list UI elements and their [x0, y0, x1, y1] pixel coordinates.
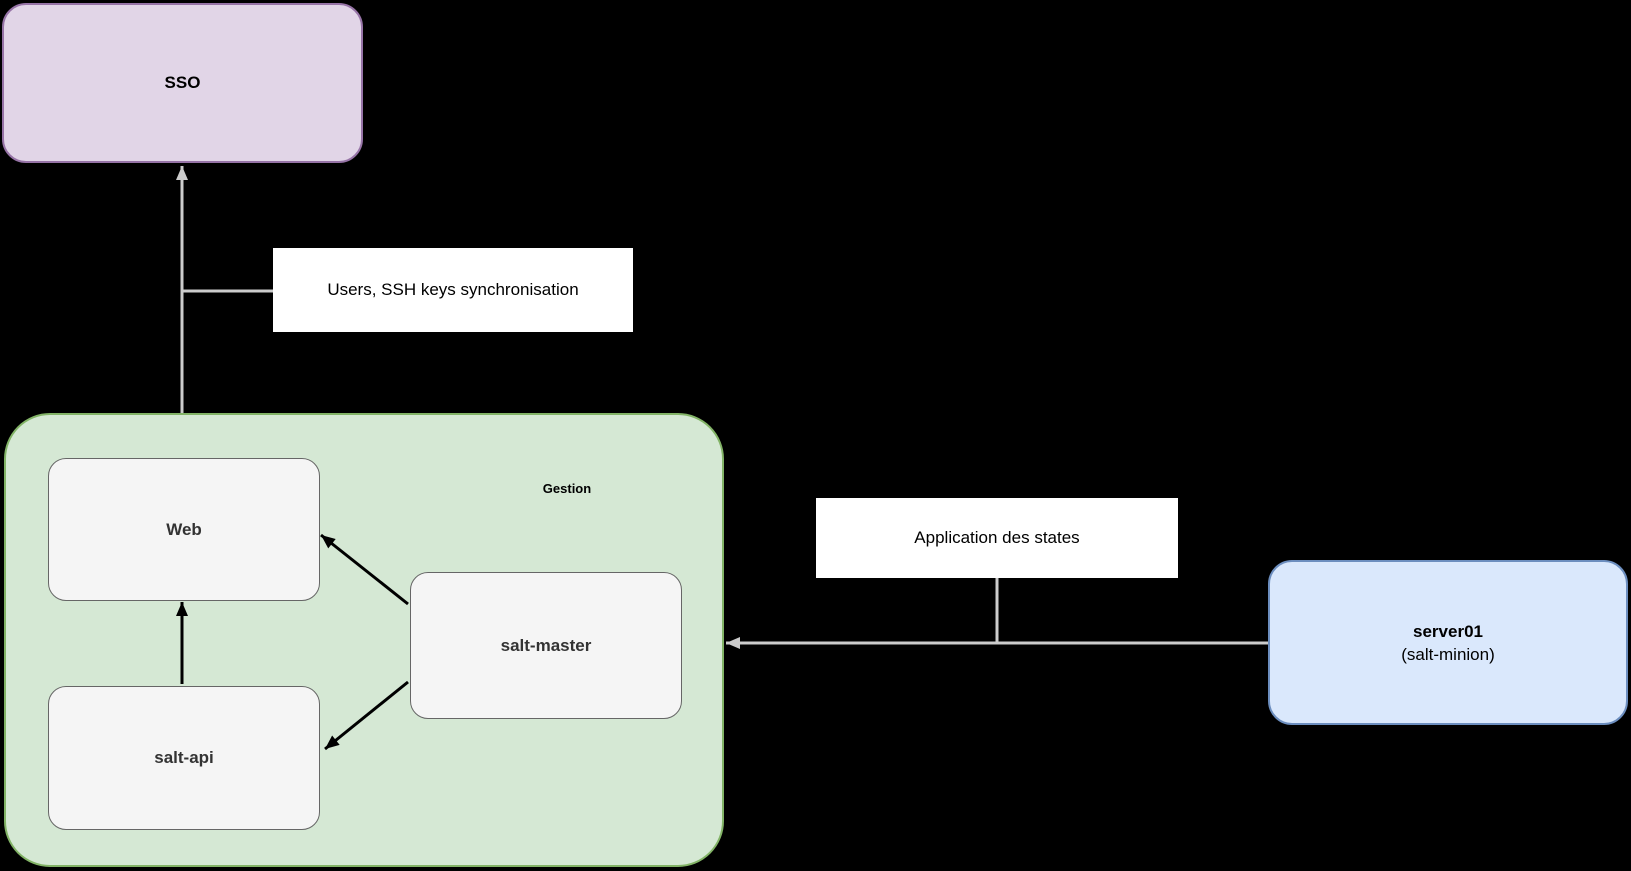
salt-master-label: salt-master	[500, 635, 592, 655]
salt-master-node: salt-master	[410, 572, 682, 719]
sso-node: SSO	[2, 3, 363, 163]
sso-label: SSO	[164, 73, 201, 92]
server01-sublabel: (salt-minion)	[1401, 644, 1495, 664]
server01-node: server01 (salt-minion)	[1268, 560, 1628, 725]
server01-label: server01	[1413, 621, 1483, 641]
users-sync-edge-label: Users, SSH keys synchronisation	[273, 248, 633, 332]
apply-states-text: Application des states	[914, 528, 1080, 547]
salt-api-node: salt-api	[48, 686, 320, 830]
web-node: Web	[48, 458, 320, 601]
web-label: Web	[166, 519, 202, 539]
apply-states-edge-label: Application des states	[816, 498, 1178, 578]
gestion-group-title: Gestion	[542, 481, 592, 496]
users-sync-text: Users, SSH keys synchronisation	[327, 280, 579, 299]
salt-api-label: salt-api	[154, 748, 214, 767]
gestion-group: Gestion Web salt-api salt-master	[4, 413, 724, 867]
